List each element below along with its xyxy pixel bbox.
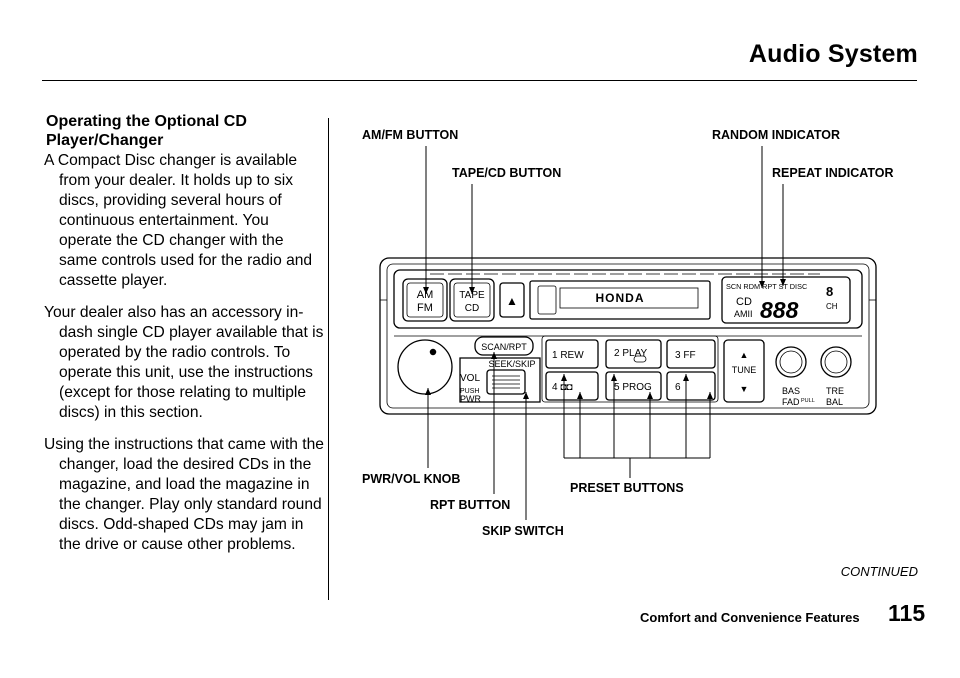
scan-rpt-label: SCAN/RPT bbox=[481, 342, 527, 352]
tune-down-icon: ▼ bbox=[740, 384, 749, 394]
preset-3-button bbox=[666, 339, 716, 369]
callout-pwr-vol-knob: PWR/VOL KNOB bbox=[362, 472, 461, 486]
display-cd: CD bbox=[736, 296, 752, 308]
tune-up-icon: ▲ bbox=[740, 350, 749, 360]
fad-label: FAD bbox=[782, 397, 800, 407]
preset-block bbox=[541, 335, 719, 403]
bal-label: BAL bbox=[826, 397, 843, 407]
section-heading-line1: Operating the Optional CD bbox=[46, 113, 247, 130]
display-amfm: AMII bbox=[734, 309, 753, 319]
tre-label: TRE bbox=[826, 386, 844, 396]
preset-6-button bbox=[666, 371, 716, 401]
continued-note: CONTINUED bbox=[840, 564, 918, 579]
upper-panel bbox=[393, 269, 863, 329]
preset-3-label: 3 FF bbox=[675, 350, 696, 361]
cassette-door bbox=[529, 280, 711, 320]
eject-icon: ▲ bbox=[506, 294, 518, 308]
preset-5-button bbox=[605, 371, 662, 401]
section-heading-line2: Player/Changer bbox=[46, 132, 164, 149]
preset-1-button bbox=[545, 339, 599, 369]
callout-rpt-button: RPT BUTTON bbox=[430, 498, 511, 512]
radio-inner-bezel bbox=[386, 263, 870, 409]
radio-body bbox=[379, 257, 877, 415]
am-fm-button bbox=[402, 278, 448, 322]
display-digits: 888 bbox=[760, 297, 799, 323]
display-indicators: SCN RDM RPT ST DISC bbox=[726, 282, 807, 291]
display-disc-digit: 8 bbox=[826, 284, 833, 299]
paragraph-2: Your dealer also has an accessory in-das… bbox=[44, 304, 324, 421]
scan-rpt-button bbox=[474, 336, 534, 356]
section-heading: Operating the Optional CD Player/Changer bbox=[46, 112, 324, 150]
callout-repeat-indicator: REPEAT INDICATOR bbox=[772, 166, 894, 180]
preset-2-button bbox=[605, 339, 662, 369]
header-rule bbox=[42, 80, 917, 81]
callout-tape-cd-button: TAPE/CD BUTTON bbox=[452, 166, 562, 180]
callout-arrowheads bbox=[423, 279, 786, 399]
pull-label: PULL bbox=[801, 398, 815, 404]
brand-logo: HONDA bbox=[596, 291, 645, 305]
preset-2-label: 2 PLAY bbox=[614, 348, 647, 359]
pwr-label: PWR bbox=[460, 394, 481, 404]
preset-4-button bbox=[545, 371, 599, 401]
bas-label: BAS bbox=[782, 386, 800, 396]
callout-lines bbox=[425, 146, 784, 520]
vol-label: VOL bbox=[460, 373, 480, 384]
eject-button bbox=[499, 282, 525, 318]
seek-skip-label: SEEK/SKIP bbox=[488, 359, 535, 369]
column-divider bbox=[328, 118, 329, 600]
preset-1-label: 1 REW bbox=[552, 350, 584, 361]
seek-skip-switch bbox=[486, 369, 526, 395]
paragraph-1: A Compact Disc changer is available from… bbox=[44, 152, 313, 289]
pwr-vol-knob bbox=[397, 339, 453, 395]
cd-label: CD bbox=[465, 303, 479, 314]
tune-button bbox=[723, 339, 765, 403]
callout-random-indicator: RANDOM INDICATOR bbox=[712, 128, 841, 142]
treble-balance-knob bbox=[820, 346, 852, 378]
callout-skip-switch: SKIP SWITCH bbox=[482, 524, 564, 538]
text-column: Operating the Optional CD Player/Changer… bbox=[44, 112, 324, 567]
display-ch: CH bbox=[826, 302, 838, 311]
preset-4-label: 4 ◘◘ bbox=[552, 382, 572, 393]
display-window bbox=[721, 276, 851, 324]
page-header-title: Audio System bbox=[748, 40, 918, 68]
preset-5-label: 5 PROG bbox=[614, 382, 652, 393]
am-label: AM bbox=[417, 289, 434, 301]
push-label: PUSH bbox=[460, 388, 479, 395]
footer-section-name: Comfort and Convenience Features bbox=[640, 610, 860, 625]
callout-preset-buttons: PRESET BUTTONS bbox=[570, 481, 684, 495]
fm-label: FM bbox=[417, 302, 433, 314]
preset-6-label: 6 bbox=[675, 382, 681, 393]
paragraph-3: Using the instructions that came with th… bbox=[44, 436, 324, 553]
tape-label: TAPE bbox=[459, 290, 485, 301]
page-number: 115 bbox=[888, 600, 926, 626]
tune-label: TUNE bbox=[732, 365, 757, 375]
callout-am-fm-button: AM/FM BUTTON bbox=[362, 128, 459, 142]
bass-fader-knob bbox=[775, 346, 807, 378]
seek-skip-housing bbox=[459, 357, 541, 403]
